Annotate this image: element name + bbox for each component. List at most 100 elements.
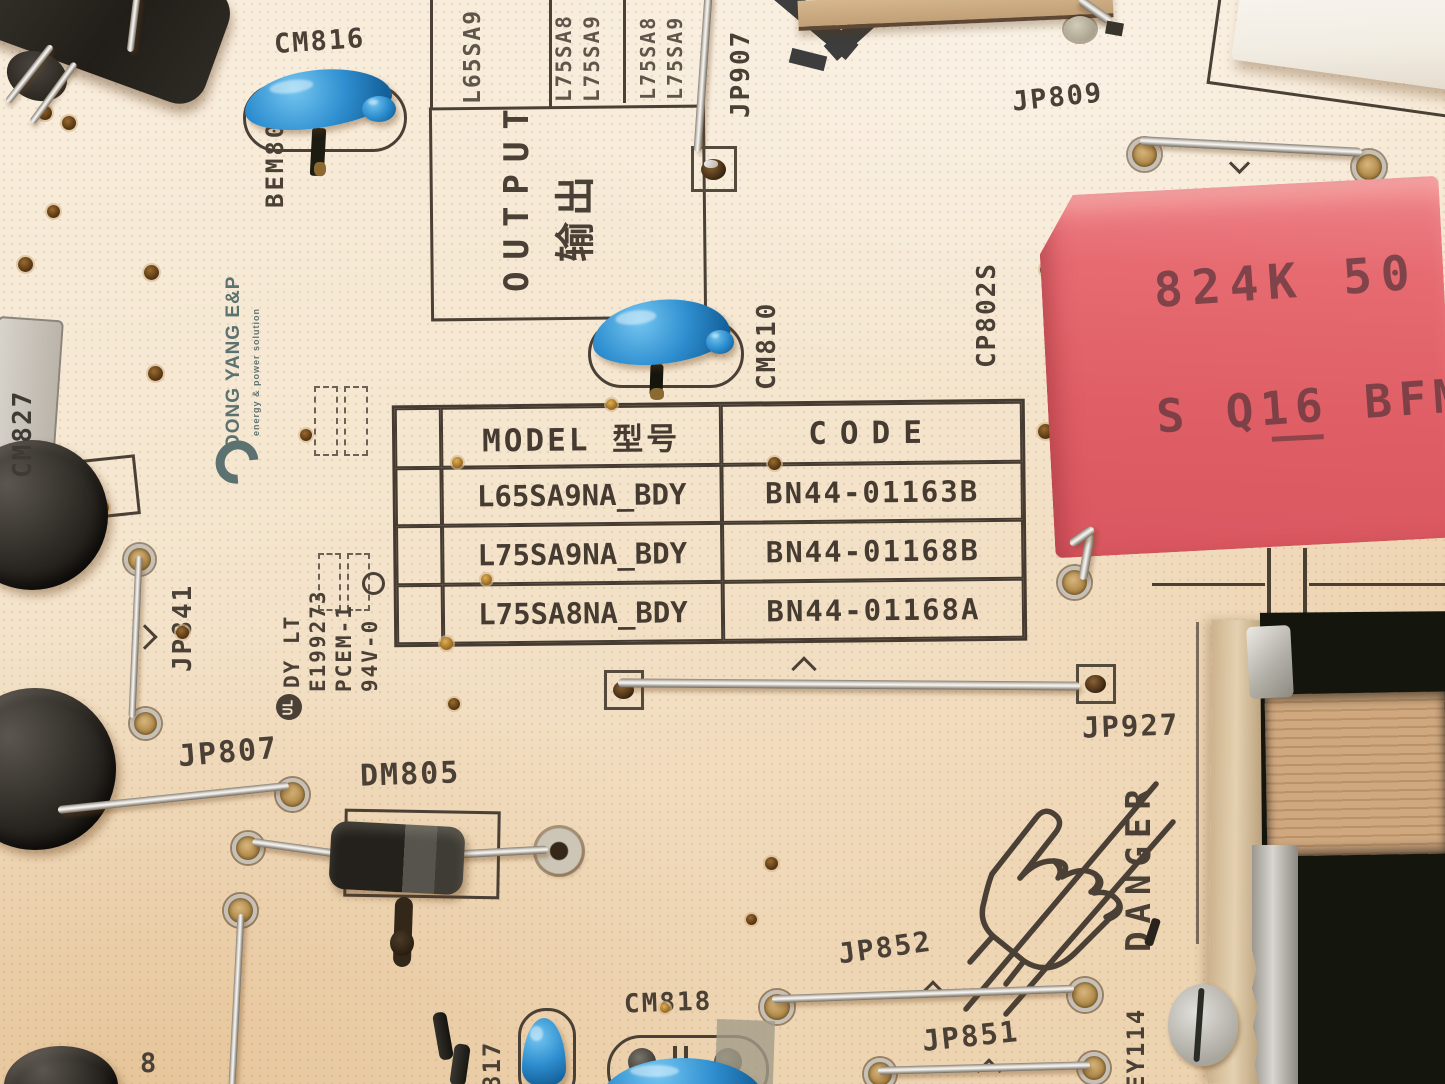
ref-label-dm805: DM805: [359, 755, 461, 794]
jp907-pad: [691, 146, 737, 192]
table-cell-empty: [395, 467, 443, 527]
electrolytic-capacitor: [0, 688, 116, 850]
jp927-pad: [1076, 664, 1116, 704]
cap-symbol-plate: [1267, 548, 1271, 622]
table-cell-model: L65SA9NA_BDY: [441, 464, 722, 526]
top-table-line: [430, 0, 433, 108]
placement-mark: [344, 386, 368, 456]
jp852-pad: [1068, 978, 1102, 1012]
ref-label-cm817-partial: 817: [478, 1040, 506, 1084]
via: [768, 457, 781, 470]
v-silkscreen-mark: [788, 47, 828, 72]
dongyang-logo-tagline: energy & power solution: [251, 307, 261, 436]
ref-label-jp809: JP809: [1010, 77, 1105, 118]
ref-label-cm827: CM827: [8, 389, 38, 478]
component-pin: [431, 1011, 455, 1061]
ref-label-8-partial: 8: [140, 1048, 159, 1079]
cert-circle-mark: [362, 572, 385, 595]
via: [440, 637, 453, 650]
jumper-direction-mark: [1228, 152, 1251, 175]
model-code-table: MODEL 型号 CODE L65SA9NA_BDY BN44-01163B L…: [391, 398, 1028, 648]
transformer-silk-line: [1196, 622, 1199, 944]
ul-logo-text: UL: [281, 699, 297, 715]
cap-symbol-line: [1309, 583, 1445, 586]
dm805-pad: [232, 832, 264, 864]
table-cell-code: BN44-01168A: [722, 578, 1025, 641]
top-table-line: [623, 0, 626, 103]
solder-glint: [704, 160, 718, 168]
jp927-jumper-wire: [617, 678, 1081, 691]
via: [660, 1003, 670, 1013]
top-table-model-text: L75SA9: [580, 14, 604, 102]
transformer-clip: [1246, 624, 1294, 700]
no-touch-hand-icon: [963, 781, 1176, 1017]
via: [448, 698, 460, 710]
red-capacitor-underline: [1272, 434, 1324, 442]
via: [300, 429, 312, 441]
top-table-line: [549, 0, 552, 107]
via: [746, 914, 757, 925]
slot-solder-dot: [390, 930, 414, 956]
electrolytic-capacitor: [4, 1046, 118, 1084]
table-cell-empty: [396, 525, 443, 586]
transformer-winding: [1264, 691, 1445, 857]
via: [144, 265, 159, 280]
component-pin: [1105, 20, 1124, 37]
top-table-model-text: L75SA8: [552, 14, 576, 102]
ref-label-jp851: JP851: [920, 1014, 1021, 1058]
red-capacitor-text-line1: 824K 50: [1151, 244, 1421, 320]
jumper-direction-mark: [791, 656, 817, 682]
dm805-diode-body: [328, 820, 466, 896]
top-table-model-text: L75SA9: [663, 15, 687, 100]
cm816-lead-pad: [314, 162, 326, 176]
jp927-hole: [1085, 675, 1106, 693]
table-header-code: CODE: [720, 401, 1023, 465]
via: [452, 457, 463, 468]
cap-symbol-plate: [1303, 548, 1307, 622]
table-header-model: MODEL 型号: [440, 404, 722, 468]
via: [765, 857, 778, 870]
ref-label-cm810: CM810: [752, 301, 782, 390]
vertical-jumper-wire: [228, 913, 245, 1084]
via: [148, 366, 163, 381]
cap-symbol-line: [1152, 583, 1265, 586]
cm816-blue-capacitor-nub: [362, 96, 396, 122]
cm810-blue-capacitor-nub: [706, 330, 734, 354]
via: [18, 257, 33, 272]
cert-line-pcem1: PCEM-1: [332, 604, 356, 692]
via: [47, 205, 60, 218]
via: [606, 399, 617, 410]
ul-logo-icon: UL: [276, 694, 302, 720]
placement-mark: [314, 386, 338, 456]
ref-label-cm818: CM818: [623, 986, 713, 1020]
transformer-bracket: [1252, 845, 1298, 1084]
red-film-capacitor: 824K 50 S Q16 BFM: [1037, 176, 1445, 559]
via: [176, 626, 189, 639]
top-table-model-text: L65SA9: [460, 8, 486, 104]
cert-line-dylt: DY LT: [280, 614, 304, 688]
dm805-lead: [251, 837, 341, 859]
table-cell-empty: [396, 584, 444, 645]
table-cell-empty: [394, 407, 442, 469]
jp807-pad: [276, 778, 309, 811]
jp927-pad: [604, 670, 644, 710]
solder-joint: [1064, 16, 1096, 42]
jp809-jumper-wire: [1139, 136, 1363, 157]
cm810-lead-pad: [650, 388, 664, 400]
output-label-en: OUTPUT: [497, 97, 537, 292]
table-cell-code: BN44-01163B: [721, 461, 1023, 523]
cert-line-e199273: E199273: [306, 589, 330, 692]
ref-label-cm816: CM816: [273, 22, 367, 61]
cm817-footprint-outline: [518, 1008, 576, 1084]
ref-label-cp802s: CP802S: [972, 262, 1002, 368]
ref-label-jp907: JP907: [726, 29, 756, 118]
via: [481, 574, 492, 585]
ref-label-jp927: JP927: [1081, 707, 1180, 745]
table-cell-model: L75SA8NA_BDY: [442, 581, 724, 644]
output-label-zh: 输出: [553, 170, 599, 262]
ref-label-jp807: JP807: [176, 730, 280, 775]
dongyang-logo-text: DONG YANG E&P: [223, 275, 244, 448]
table-cell-code: BN44-01168B: [721, 519, 1024, 582]
red-capacitor-text-line2: S Q16 BFM: [1154, 367, 1445, 444]
